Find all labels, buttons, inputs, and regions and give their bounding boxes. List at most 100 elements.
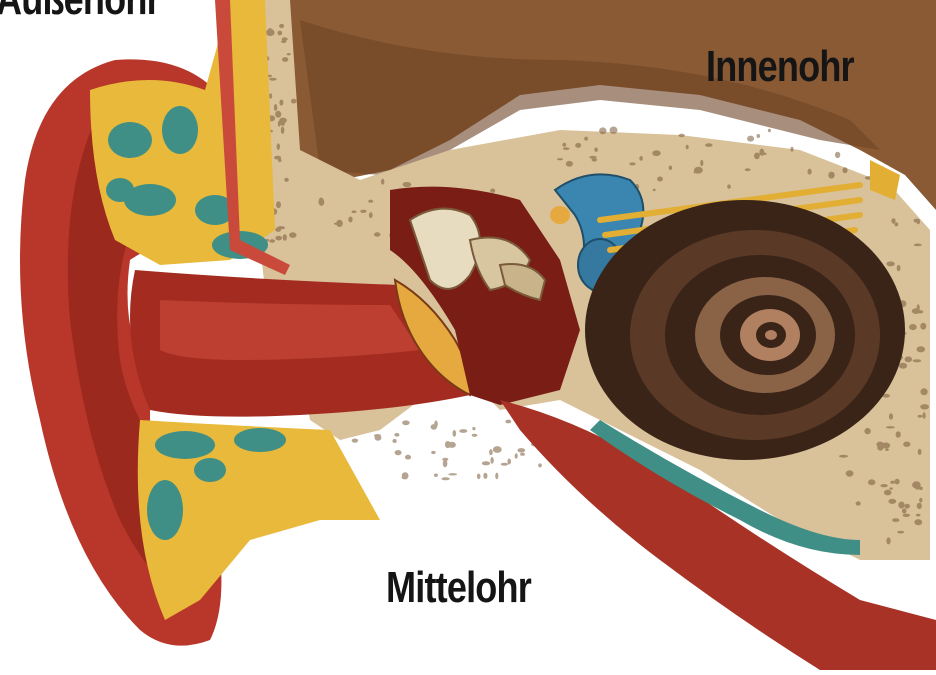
bone-pore: [790, 147, 793, 152]
bone-pore: [348, 217, 352, 223]
bone-pore: [434, 421, 438, 428]
bone-pore: [277, 143, 280, 150]
bone-pore: [279, 24, 284, 28]
bone-pore: [679, 134, 685, 138]
bone-pore: [899, 363, 907, 369]
bone-pore: [914, 519, 922, 525]
bone-pore: [434, 474, 438, 477]
bone-pore: [905, 356, 913, 362]
bone-pore: [575, 143, 581, 148]
bone-pore: [700, 160, 703, 166]
bone-pore: [584, 137, 588, 141]
bone-pore: [884, 443, 890, 448]
bone-pore: [490, 457, 493, 464]
bone-pore: [501, 463, 508, 466]
bone-pore: [693, 171, 701, 174]
bone-pore: [902, 508, 907, 513]
bone-pore: [269, 93, 272, 98]
bone-pore: [888, 499, 896, 504]
bone-pore: [291, 99, 297, 104]
bone-pore: [441, 477, 449, 480]
bone-pore: [905, 504, 910, 509]
bone-pore: [895, 222, 899, 226]
bone-pore: [274, 104, 277, 111]
bone-pore: [610, 127, 618, 134]
bone-pore: [289, 232, 296, 238]
bone-pore: [405, 455, 411, 460]
bone-pore: [275, 236, 282, 241]
bone-pore: [886, 261, 894, 266]
bone-pore: [282, 57, 288, 62]
bone-pore: [594, 148, 598, 152]
bone-pore: [889, 487, 893, 489]
bone-pore: [278, 121, 281, 127]
bone-pore: [352, 439, 358, 443]
bone-pore: [281, 40, 286, 43]
bone-pore: [277, 226, 285, 229]
bone-pore: [268, 28, 271, 31]
bone-pore: [269, 239, 275, 243]
bone-pore: [284, 178, 289, 182]
bone-pore: [917, 219, 921, 225]
bone-pore: [897, 531, 904, 534]
bone-pore: [360, 210, 366, 213]
bone-pore: [880, 484, 887, 487]
bone-pore: [493, 446, 502, 453]
bone-pore: [768, 129, 771, 132]
bone-pore: [898, 502, 904, 509]
bone-pore: [884, 490, 892, 496]
bone-pore: [495, 473, 498, 480]
bone-pore: [393, 439, 397, 443]
bone-pore: [828, 172, 834, 179]
bone-pore: [431, 451, 435, 454]
bone-pore: [369, 212, 373, 218]
cochlea: [585, 200, 905, 460]
bone-pore: [281, 127, 285, 134]
bone-pore: [897, 265, 901, 271]
bone-pore: [490, 189, 495, 193]
bone-pore: [923, 412, 926, 419]
bone-pore: [835, 152, 840, 158]
bone-pore: [920, 404, 929, 409]
bone-pore: [919, 487, 923, 491]
bone-pore: [892, 518, 899, 522]
bone-pore: [453, 430, 457, 437]
bone-pore: [489, 449, 493, 455]
bone-pore: [459, 429, 467, 433]
bone-pore: [538, 463, 542, 467]
bone-pore: [566, 161, 573, 167]
ear-canal-highlight: [160, 300, 420, 360]
bone-pore: [374, 434, 381, 437]
bone-pore: [909, 324, 917, 330]
bone-pore: [562, 143, 566, 147]
bone-pore: [368, 200, 373, 203]
bone-pore: [278, 31, 283, 36]
label-inner-ear: Innenohr: [706, 45, 854, 89]
bone-pore: [520, 453, 525, 456]
bone-pore: [846, 470, 854, 476]
bone-pore: [515, 453, 518, 458]
bone-pore: [745, 168, 751, 171]
bone-pore: [808, 169, 812, 175]
bone-pore: [483, 473, 487, 479]
bone-pore: [472, 434, 478, 437]
bone-pore: [274, 156, 281, 160]
bone-pore: [842, 167, 847, 173]
bone-pore: [886, 426, 895, 428]
bone-pore: [269, 78, 276, 81]
bone-pore: [557, 158, 563, 160]
bone-pore: [864, 428, 870, 434]
bone-pore: [629, 162, 636, 165]
bone-pore: [448, 473, 457, 475]
bone-pore: [287, 53, 291, 55]
bone-pore: [920, 388, 927, 395]
bone-pore: [747, 136, 754, 142]
bone-pore: [445, 441, 451, 448]
bone-pore: [402, 420, 410, 425]
bone-pore: [653, 189, 656, 192]
bone-pore: [319, 198, 324, 205]
bone-pore: [895, 479, 900, 485]
bone-pore: [856, 501, 861, 505]
bone-pore: [507, 459, 511, 465]
